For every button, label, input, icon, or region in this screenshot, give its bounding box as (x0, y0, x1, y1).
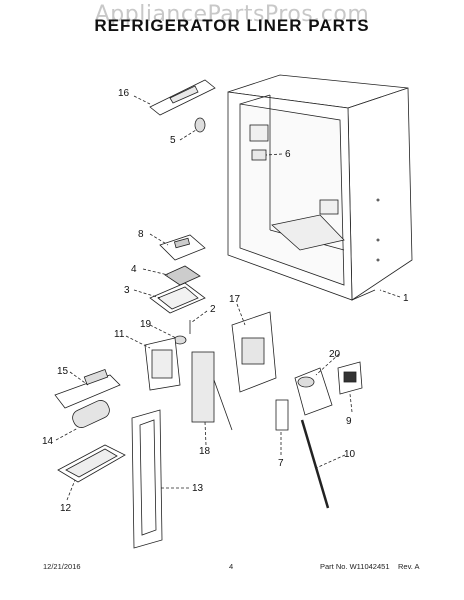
part-20-shape (294, 367, 333, 416)
callout-8: 8 (138, 229, 144, 240)
footer-revision: Rev. A (398, 562, 420, 571)
part-8-shape (159, 234, 206, 261)
footer-page-number: 4 (229, 562, 234, 571)
callout-3: 3 (124, 285, 130, 296)
liner-box (227, 74, 413, 301)
part-6-shape (251, 149, 267, 161)
callout-16: 16 (118, 88, 130, 99)
callout-9: 9 (346, 416, 352, 427)
callout-1: 1 (403, 293, 409, 304)
part-20-valve (297, 376, 315, 388)
callout-18: 18 (199, 446, 211, 457)
part-14-shape (72, 400, 110, 428)
callout-19: 19 (140, 319, 152, 330)
leader-lines (55, 95, 401, 501)
part-9-detail (343, 371, 357, 383)
part-7-shape (275, 399, 289, 431)
callout-17: 17 (229, 294, 241, 305)
callout-2: 2 (210, 304, 216, 315)
callout-13: 13 (192, 483, 204, 494)
callout-labels: 16 5 6 8 4 3 2 17 19 11 15 20 9 14 1 18 … (42, 88, 409, 514)
callout-14: 14 (42, 436, 54, 447)
footer-part-number: Part No. W11042451 (320, 562, 390, 571)
part-8-slot (173, 237, 191, 249)
callout-7: 7 (278, 458, 284, 469)
callout-5: 5 (170, 135, 176, 146)
callout-6: 6 (285, 149, 291, 160)
footer-date: 12/21/2016 (43, 562, 81, 571)
callout-10: 10 (344, 449, 356, 460)
part-18-wire (213, 379, 233, 431)
part-17-detail (241, 337, 265, 365)
callout-11: 11 (114, 329, 125, 340)
callout-15: 15 (57, 366, 69, 377)
part-10-shape (300, 419, 330, 509)
part-12-inner (65, 448, 118, 478)
part-16-shape-inner (169, 85, 199, 104)
part-11-inner (151, 349, 173, 379)
part-5-shape (194, 117, 206, 133)
watermark: AppliancePartsPros.com (94, 2, 370, 27)
part-18-shape (191, 351, 215, 423)
part-13-inner (139, 419, 157, 536)
part-3-inner (157, 286, 199, 310)
part-4-shape (164, 265, 201, 286)
callout-20: 20 (329, 349, 341, 360)
callout-4: 4 (131, 264, 137, 275)
callout-12: 12 (60, 503, 72, 514)
page-title: REFRIGERATOR LINER PARTS (94, 16, 370, 35)
part-15-tab (83, 368, 109, 386)
